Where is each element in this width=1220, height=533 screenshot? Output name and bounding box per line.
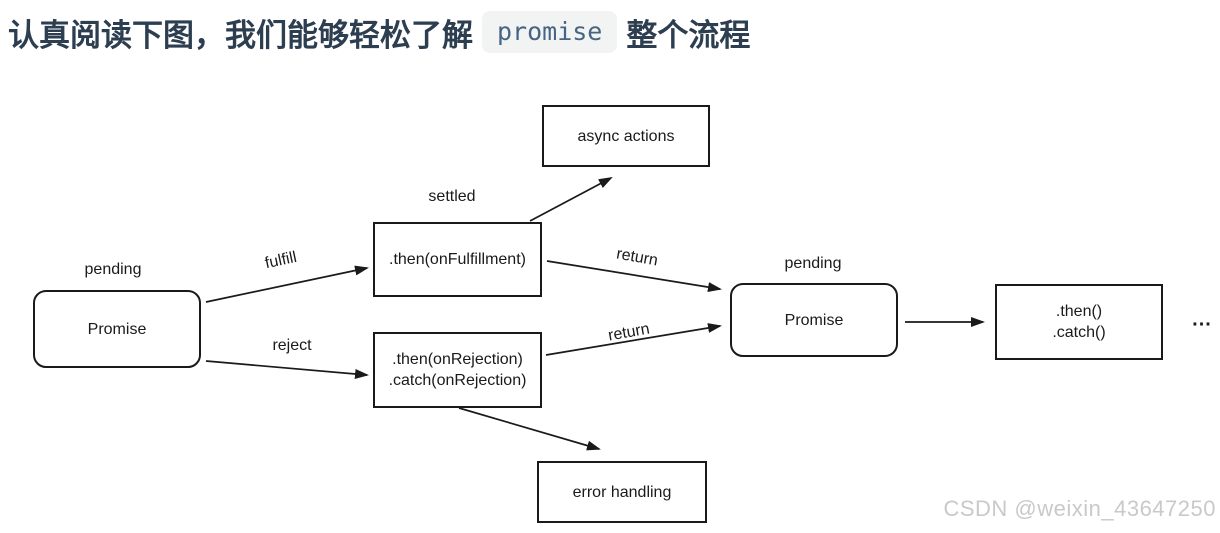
node-promise-next: Promise [730,283,898,357]
node-label: .then(onFulfillment) [389,251,526,268]
node-label: async actions [577,127,675,145]
edge-error-handling-arrow [458,407,601,451]
node-then-onfulfillment: .then(onFulfillment) [373,222,542,297]
inline-code-promise: promise [482,11,618,53]
node-label: Promise [784,311,844,329]
state-label-settled: settled [428,188,476,205]
title-text-before: 认真阅读下图，我们能够轻松了解 [8,17,473,53]
title-text-after: 整个流程 [626,17,751,53]
edge-async-actions-arrow [529,177,613,222]
node-then-onrejection: .then(onRejection) .catch(onRejection) [373,332,542,408]
node-then-catch: .then() .catch() [995,284,1163,360]
edge-fulfill-arrow [205,265,369,303]
node-label-line1: .then(onRejection) [392,351,523,368]
csdn-watermark: CSDN @weixin_43647250 [943,496,1216,521]
continuation-ellipsis: ... [1192,308,1212,331]
node-label: Promise [87,320,147,338]
node-label-line1: .then() [1055,303,1103,320]
edge-label-reject: reject [272,337,312,354]
state-label-pending-right: pending [784,255,842,272]
node-label: error handling [572,483,672,501]
node-error-handling: error handling [537,461,707,523]
page-title: 认真阅读下图，我们能够轻松了解 promise 整个流程 [8,6,750,58]
node-label-line2: .catch() [1052,324,1106,341]
node-promise-initial: Promise [33,290,201,368]
edge-return-bottom-arrow [545,323,722,356]
node-async-actions: async actions [542,105,710,167]
state-label-pending-left: pending [84,261,142,278]
edge-reject-arrow [205,360,369,379]
node-label-line2: .catch(onRejection) [388,372,527,389]
edge-return-top-arrow [546,260,722,293]
